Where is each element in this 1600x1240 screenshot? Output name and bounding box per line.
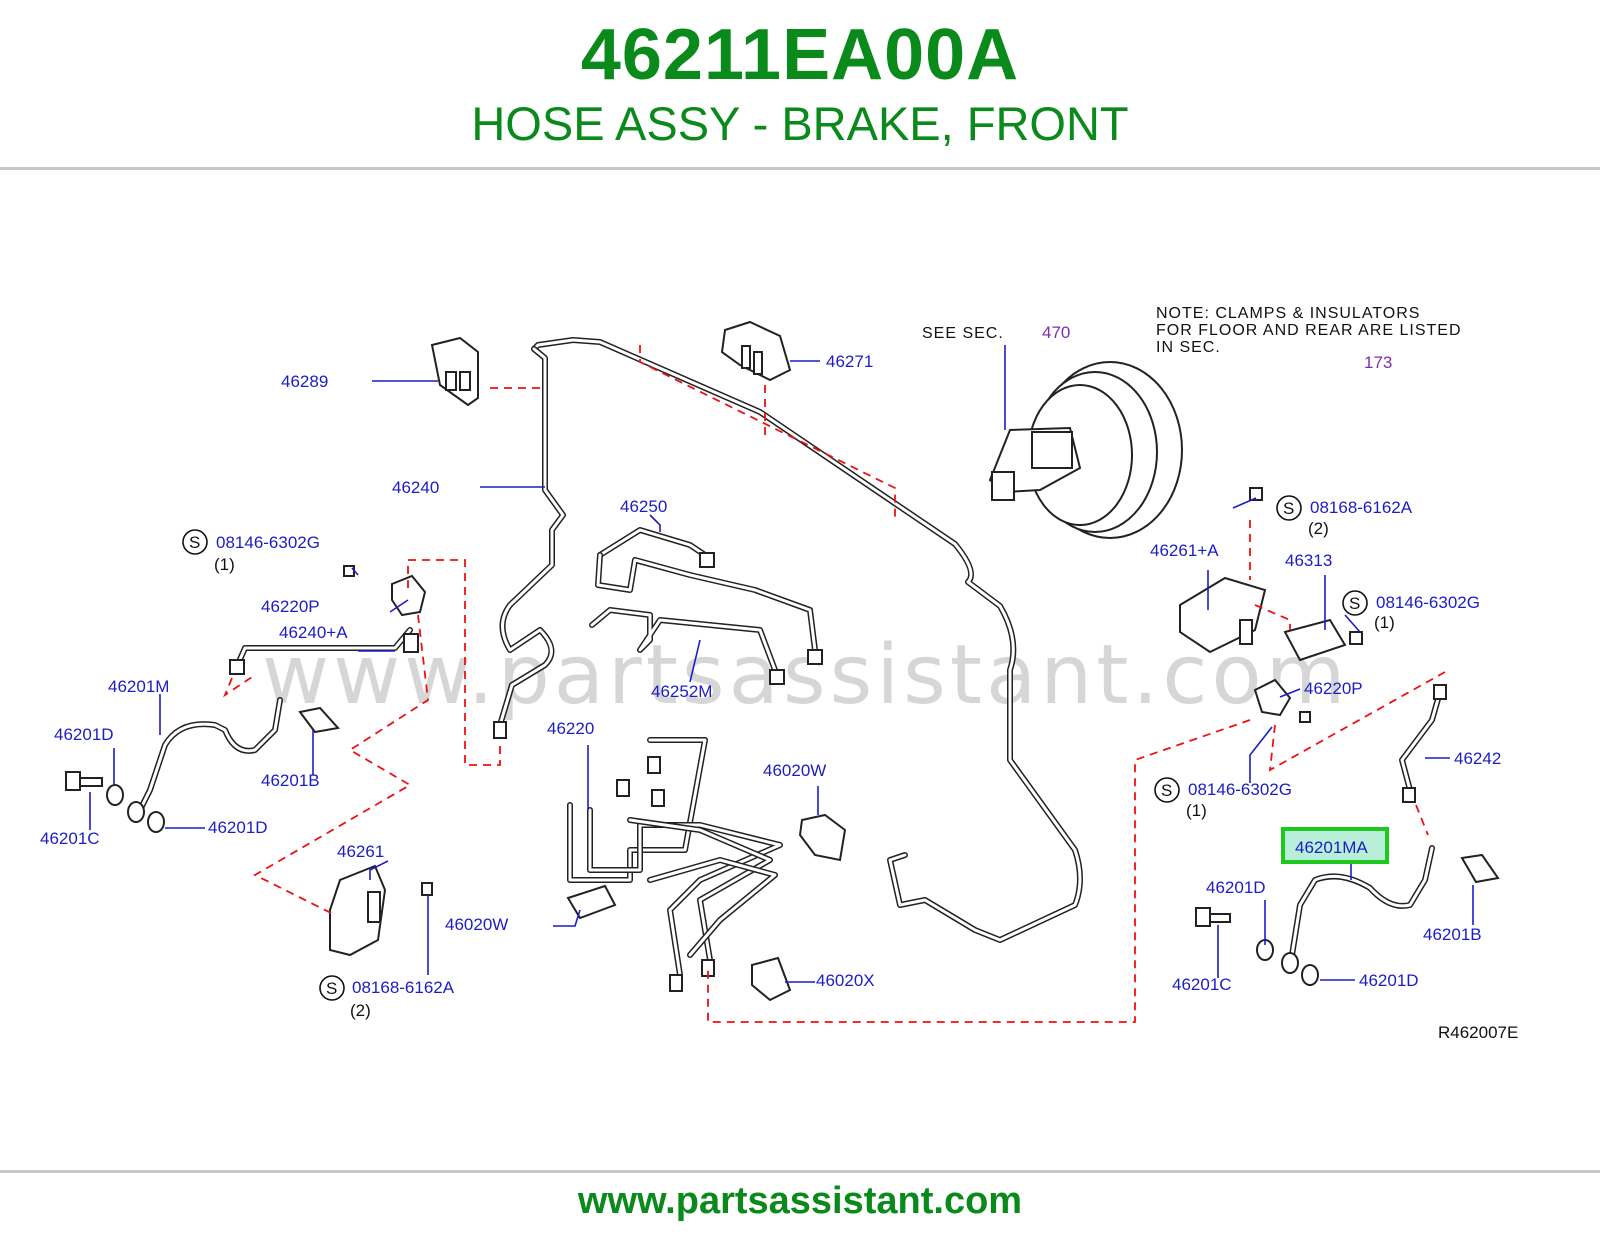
label-46201C-right[interactable]: 46201C	[1172, 975, 1232, 994]
part-name-subtitle: HOSE ASSY - BRAKE, FRONT	[471, 97, 1129, 150]
brake-booster	[988, 361, 1183, 539]
pipe-46242	[1399, 684, 1447, 803]
note-line-3: IN SEC.	[1156, 339, 1221, 356]
label-46020X[interactable]: 46020X	[816, 971, 875, 990]
qty-08146-right-2: (1)	[1186, 801, 1207, 820]
note-line-2: FOR FLOOR AND REAR ARE LISTED	[1156, 322, 1462, 339]
svg-text:S: S	[1283, 499, 1294, 518]
see-sec-text: SEE SEC.	[922, 325, 1004, 342]
note-link-173[interactable]: 173	[1364, 353, 1392, 372]
leader-lines	[89, 345, 1474, 983]
s-symbol-right-08146-1: S	[1342, 590, 1368, 616]
page-header: 46211EA00A HOSE ASSY - BRAKE, FRONT	[0, 0, 1600, 168]
connector-46220P-right	[1253, 678, 1311, 723]
bracket-46261A	[1179, 487, 1267, 654]
label-46201D-left-1[interactable]: 46201D	[54, 725, 114, 744]
clamp-46289	[430, 336, 479, 407]
s-symbol-right-08168: S	[1276, 495, 1302, 521]
label-46242[interactable]: 46242	[1454, 749, 1501, 768]
label-08168-right[interactable]: 08168-6162A	[1310, 498, 1413, 517]
s-symbol-right-08146-2: S	[1154, 777, 1180, 803]
clamp-46271	[720, 320, 792, 382]
label-46201D-right-1[interactable]: 46201D	[1206, 878, 1266, 897]
label-46201B-left[interactable]: 46201B	[261, 771, 320, 790]
label-46240A[interactable]: 46240+A	[279, 623, 348, 642]
footer-url[interactable]: www.partsassistant.com	[577, 1180, 1023, 1222]
qty-08146-left: (1)	[214, 555, 235, 574]
label-46313[interactable]: 46313	[1285, 551, 1332, 570]
label-46261A[interactable]: 46261+A	[1150, 541, 1219, 560]
qty-08168-left: (2)	[350, 1001, 371, 1020]
see-sec-link-470[interactable]: 470	[1042, 323, 1070, 342]
pipe-46250	[595, 527, 823, 665]
note-line-1: NOTE: CLAMPS & INSULATORS	[1156, 305, 1420, 322]
label-46220P-left[interactable]: 46220P	[261, 597, 320, 616]
watermark-text: www.partsassistant.com	[262, 628, 1350, 723]
label-46252M[interactable]: 46252M	[651, 682, 712, 701]
pipe-46240A	[229, 627, 419, 675]
clip-46020X	[751, 956, 792, 1002]
label-46250[interactable]: 46250	[620, 497, 667, 516]
reference-dashed-lines	[223, 345, 1446, 1023]
header-divider	[0, 167, 1600, 170]
highlighted-part-46201MA[interactable]: 46201MA	[1281, 827, 1389, 864]
svg-text:S: S	[189, 533, 200, 552]
label-08146-right-2[interactable]: 08146-6302G	[1188, 780, 1292, 799]
label-46201D-right-2[interactable]: 46201D	[1359, 971, 1419, 990]
label-46289[interactable]: 46289	[281, 372, 328, 391]
main-brake-line-46240	[493, 337, 1083, 943]
label-08168-left[interactable]: 08168-6162A	[352, 978, 455, 997]
svg-text:S: S	[326, 979, 337, 998]
diagram-code: R462007E	[1438, 1023, 1518, 1042]
bracket-46261-left	[329, 864, 433, 957]
label-08146-right-1[interactable]: 08146-6302G	[1376, 593, 1480, 612]
label-46020W-lower[interactable]: 46020W	[445, 915, 508, 934]
hose-46201M	[65, 697, 340, 833]
hose-46201MA	[1195, 845, 1500, 986]
label-46220P-right[interactable]: 46220P	[1304, 679, 1363, 698]
svg-text:S: S	[1349, 594, 1360, 613]
label-46201D-left-2[interactable]: 46201D	[208, 818, 268, 837]
pipe-46252M	[589, 607, 785, 685]
label-46020W-upper[interactable]: 46020W	[763, 761, 826, 780]
label-46201B-right[interactable]: 46201B	[1423, 925, 1482, 944]
valve-46313	[1283, 618, 1363, 662]
label-08146-left[interactable]: 08146-6302G	[216, 533, 320, 552]
qty-08146-right-1: (1)	[1374, 613, 1395, 632]
label-46201MA[interactable]: 46201MA	[1295, 838, 1368, 857]
label-46261[interactable]: 46261	[337, 842, 384, 861]
pipe-bundle-46220	[567, 737, 783, 992]
label-46201C-left[interactable]: 46201C	[40, 829, 100, 848]
s-symbol-left-08146: S	[182, 529, 208, 555]
footer-divider	[0, 1170, 1600, 1173]
label-46240[interactable]: 46240	[392, 478, 439, 497]
label-46271[interactable]: 46271	[826, 352, 873, 371]
clip-46020W-lower	[566, 884, 617, 920]
svg-text:S: S	[1161, 781, 1172, 800]
label-46201M[interactable]: 46201M	[108, 677, 169, 696]
qty-08168-right: (2)	[1308, 519, 1329, 538]
clip-46020W-upper	[798, 813, 847, 862]
part-number-title: 46211EA00A	[580, 15, 1020, 95]
label-46220[interactable]: 46220	[547, 719, 594, 738]
s-symbol-left-08168: S	[319, 975, 345, 1001]
